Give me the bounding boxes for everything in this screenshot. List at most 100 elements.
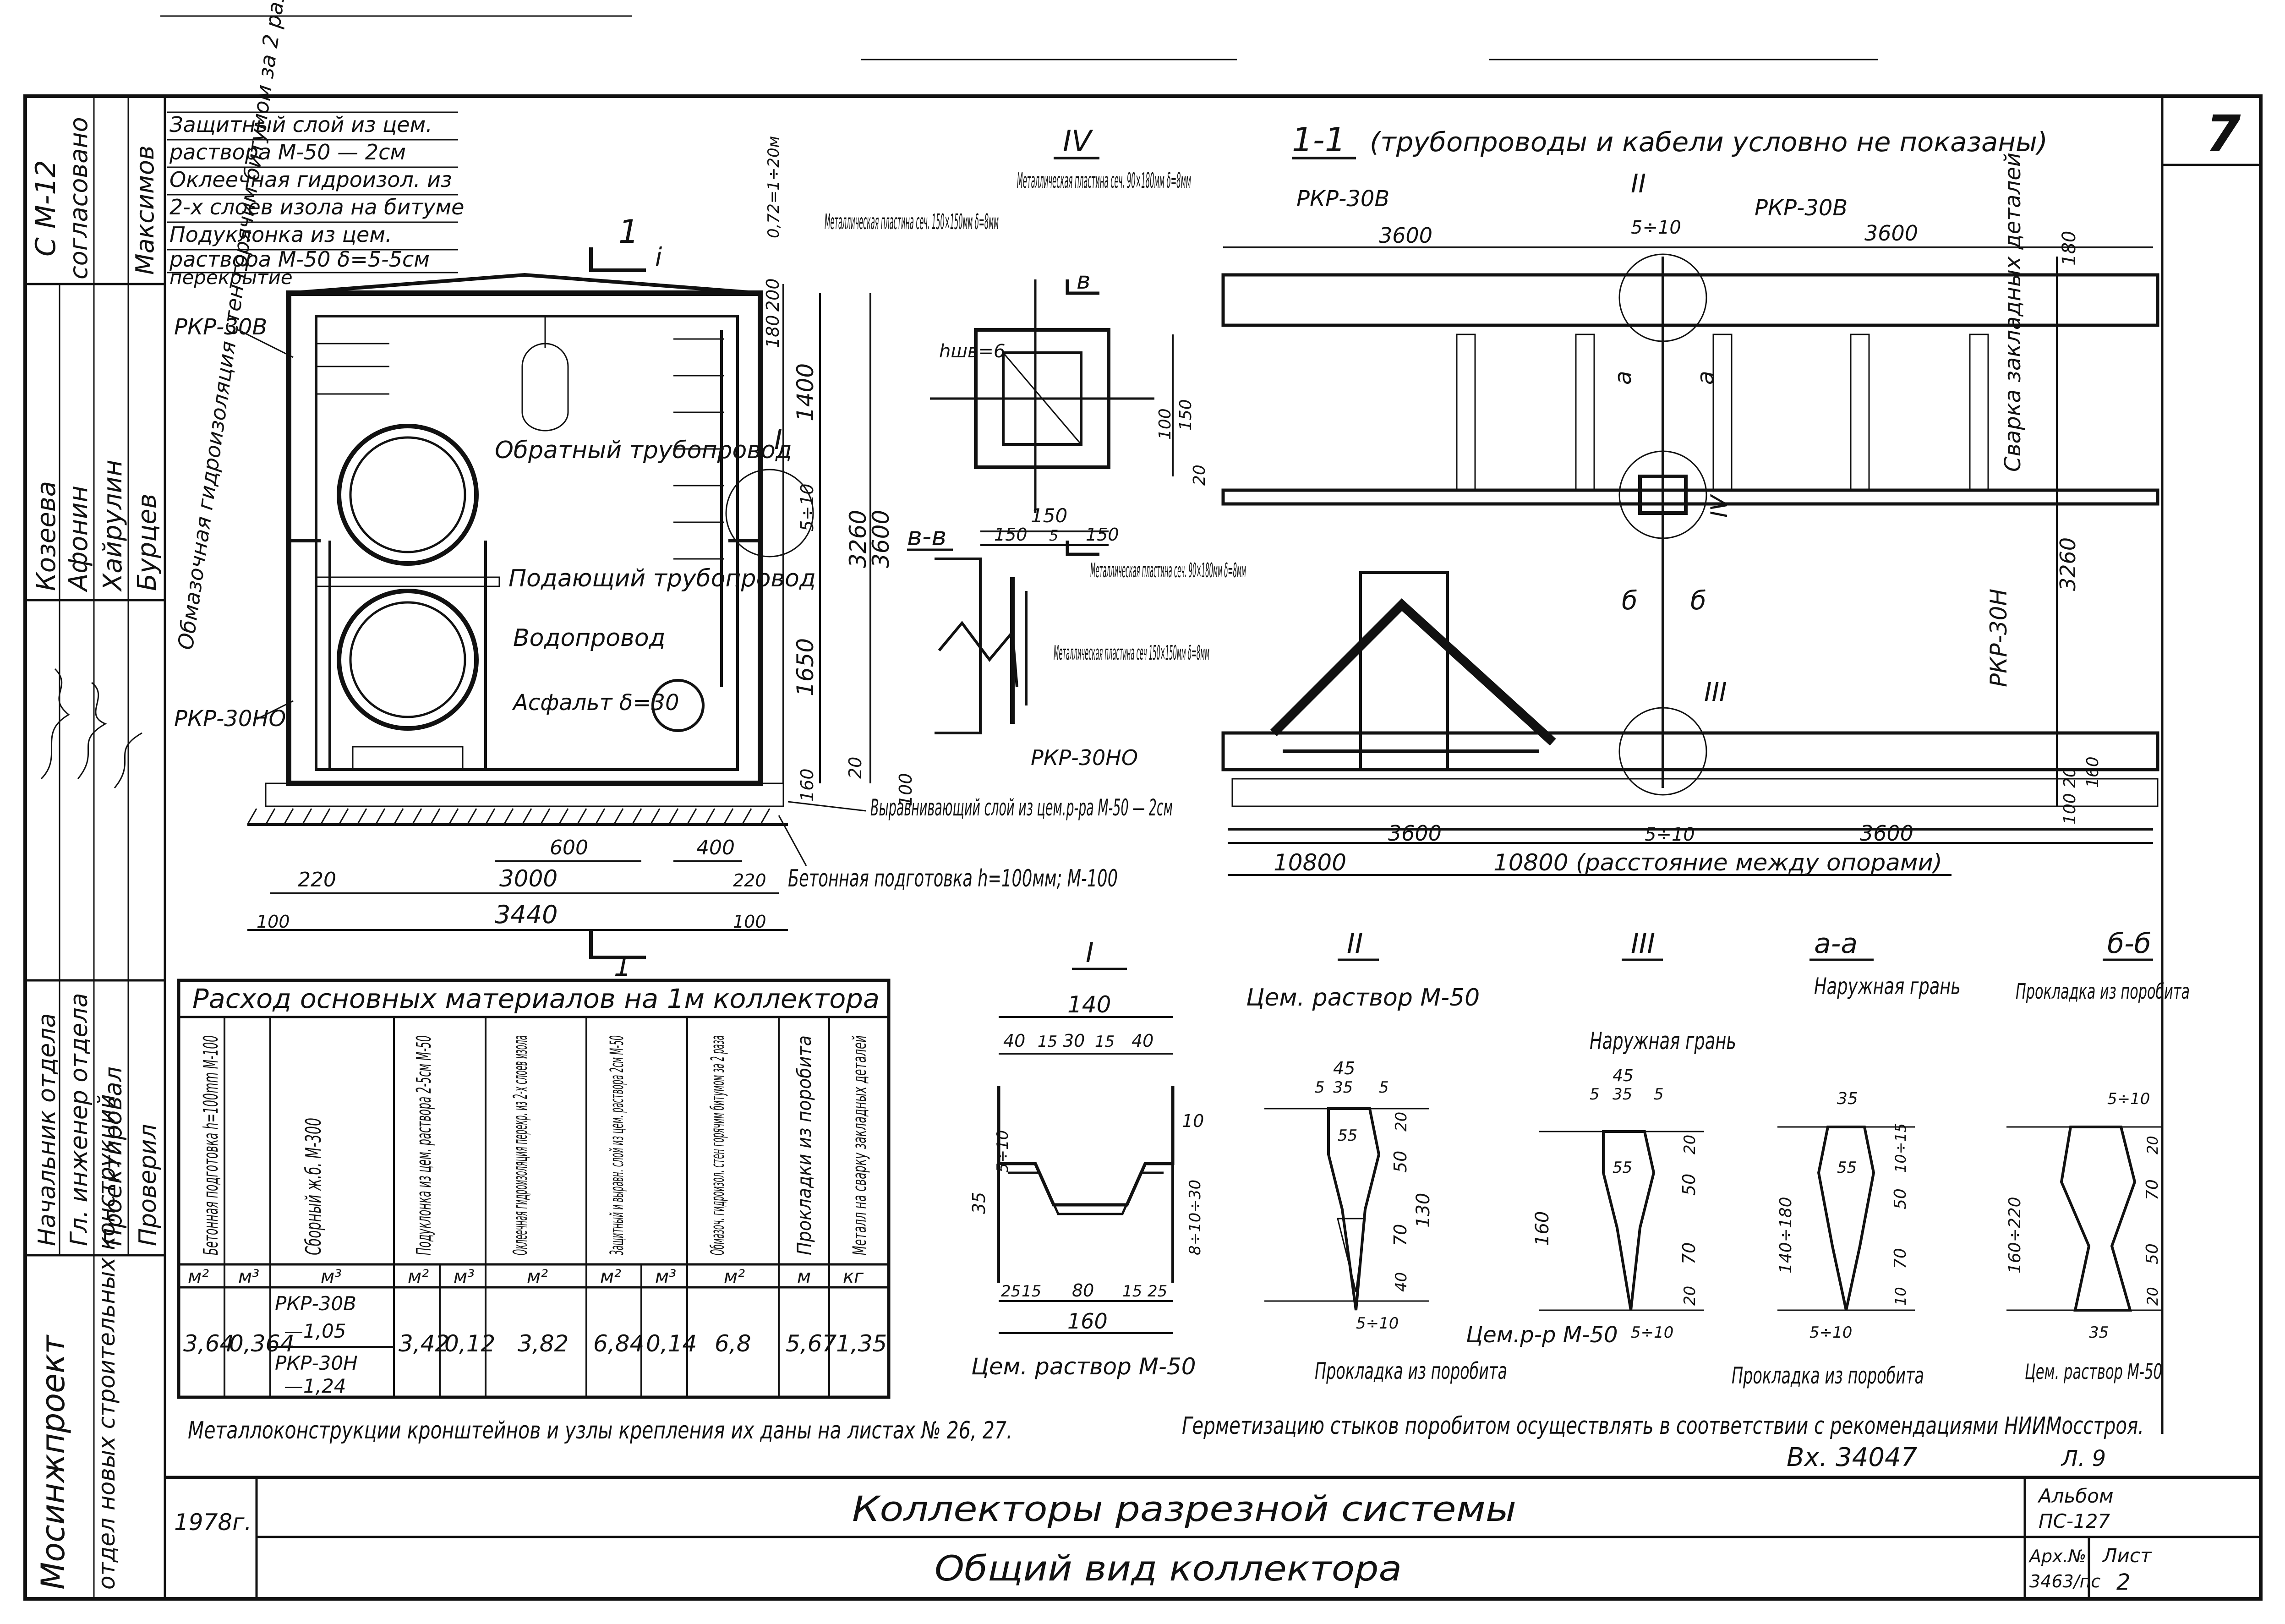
plate-b-label: Металлическая пластина сеч. 150×150мм δ=…	[825, 209, 999, 234]
svg-text:180: 180	[763, 315, 783, 348]
signature-2	[77, 682, 107, 779]
svg-text:3440: 3440	[495, 900, 558, 929]
svg-text:20: 20	[1190, 465, 1209, 486]
layer-3: Оклеечная гидроизол. из	[169, 167, 452, 192]
svg-text:50: 50	[1679, 1174, 1699, 1196]
svg-text:3600: 3600	[1379, 223, 1432, 248]
svg-text:5÷10: 5÷10	[1645, 824, 1695, 845]
svg-text:5÷10: 5÷10	[1356, 1314, 1399, 1333]
supply-pipe-label: Подающий трубопровод	[508, 565, 816, 592]
plate-c-label: Металлическая пластина сеч. 90×180мм δ=8…	[1090, 559, 1246, 582]
signature-3	[114, 732, 142, 788]
layer-5: Подуклонка из цем.	[169, 222, 392, 247]
year: 1978г.	[174, 1509, 251, 1536]
svg-text:160: 160	[2083, 756, 2102, 788]
svg-text:РКР-30Н: РКР-30Н	[275, 1352, 358, 1374]
svg-text:0,72=1÷20м: 0,72=1÷20м	[765, 136, 783, 238]
svg-text:600: 600	[550, 836, 588, 859]
detail-aa-face: Наружная грань	[1814, 973, 1961, 1000]
detail-i-note: Цем. раствор М-50	[971, 1353, 1196, 1380]
svg-text:м²: м²	[527, 1266, 548, 1287]
concrete-label: Бетонная подготовка h=100мм; М-100	[788, 865, 1118, 892]
levelling-label: Выравнивающий слой из цем.р-ра М-50 — 2с…	[870, 794, 1173, 821]
node-iii: III	[1704, 678, 1727, 707]
svg-text:Подуклонка из цем. раствора 2-: Подуклонка из цем. раствора 2-5см М-50	[412, 1035, 436, 1255]
svg-text:Прокладки из поробита: Прокладки из поробита	[793, 1035, 815, 1255]
svg-text:100: 100	[2061, 793, 2079, 825]
svg-text:100: 100	[733, 912, 766, 932]
svg-text:45: 45	[1333, 1058, 1355, 1078]
svg-text:5÷10: 5÷10	[2107, 1090, 2150, 1108]
layer-2: раствора М-50 — 2см	[169, 140, 406, 164]
svg-text:20: 20	[2144, 1287, 2161, 1306]
rkr-30v-left: РКР-30В	[1296, 186, 1389, 212]
svg-text:5÷10: 5÷10	[994, 1130, 1012, 1173]
svg-text:100: 100	[257, 912, 290, 932]
svg-text:0,12: 0,12	[444, 1330, 495, 1357]
svg-text:5: 5	[1049, 527, 1058, 544]
node-iv: IV	[1706, 493, 1733, 518]
svg-text:100: 100	[1156, 408, 1175, 440]
svg-text:180: 180	[2059, 231, 2080, 266]
node-mark-1: I	[774, 424, 782, 456]
svg-text:3600: 3600	[1860, 821, 1913, 846]
svg-text:Металл на сварку закладных дет: Металл на сварку закладных деталей	[849, 1035, 870, 1255]
svg-text:РКР-30В: РКР-30В	[275, 1292, 356, 1315]
svg-text:0,364: 0,364	[229, 1330, 295, 1357]
svg-text:10800: 10800	[1274, 849, 1346, 876]
svg-text:50: 50	[2143, 1243, 2162, 1264]
role-1: Начальник отдела	[33, 1013, 61, 1246]
section-vv-title: в-в	[907, 522, 946, 552]
cable-shelves-right	[673, 330, 724, 687]
svg-text:3000: 3000	[499, 865, 558, 892]
svg-text:3260: 3260	[2055, 537, 2080, 591]
svg-text:15: 15	[1022, 1282, 1041, 1301]
svg-text:м²: м²	[724, 1266, 745, 1287]
svg-text:м²: м²	[188, 1266, 209, 1287]
svg-text:15: 15	[1122, 1282, 1142, 1301]
name-2: Афонин	[64, 486, 93, 592]
section-11-note: (трубопроводы и кабели условно не показа…	[1370, 126, 2048, 158]
role-2: Гл. инженер отдела	[66, 993, 93, 1246]
asphalt-label: Асфальт δ=30	[512, 690, 679, 716]
role-3: Проектировал	[100, 1066, 127, 1246]
svg-text:II: II	[1347, 928, 1363, 960]
svg-text:200: 200	[763, 278, 783, 312]
svg-text:25: 25	[1148, 1282, 1167, 1301]
signature-1	[40, 668, 70, 780]
svg-text:40: 40	[1003, 1031, 1025, 1051]
approval-name: Максимов	[131, 145, 159, 275]
svg-text:10: 10	[1892, 1287, 1909, 1306]
plate-a-label: Металлическая пластина сеч. 90×180мм δ=8…	[1017, 168, 1191, 193]
svg-text:150: 150	[1086, 525, 1119, 545]
return-pipe-label: Обратный трубопровод	[495, 437, 792, 464]
title-1: Коллекторы разрезной системы	[852, 1488, 1516, 1529]
svg-text:б-б: б-б	[2107, 928, 2151, 960]
svg-text:Сборный ж.б. М-300: Сборный ж.б. М-300	[301, 1118, 326, 1255]
svg-text:Обмазоч. гидроизол. стен горяч: Обмазоч. гидроизол. стен горячим битумом…	[707, 1035, 728, 1255]
materials-table: Расход основных материалов на 1м коллект…	[177, 979, 891, 1399]
detail-iii: III Наружная грань 45 35 5 5 55 20 50 70…	[1532, 928, 1736, 1342]
svg-text:м: м	[797, 1266, 811, 1287]
materials-title: Расход основных материалов на 1м коллект…	[192, 983, 880, 1014]
name-4: Бурцев	[132, 493, 162, 591]
section-11-title: 1-1	[1292, 120, 1346, 159]
svg-text:5: 5	[1315, 1078, 1325, 1097]
name-1: Козеева	[32, 481, 61, 591]
svg-text:8÷10÷30: 8÷10÷30	[1186, 1180, 1204, 1255]
plate-d-label: Металлическая пластина сеч 150×150мм δ=8…	[1054, 641, 1209, 665]
rkr-30no-label: РКР-30НО	[174, 706, 286, 732]
dept-name: отдел новых строительных конструкций	[93, 1094, 120, 1590]
detail-bb-mortar: Цем. раствор М-50	[2025, 1359, 2162, 1384]
svg-text:I: I	[1086, 937, 1094, 969]
svg-text:220: 220	[298, 868, 336, 891]
section-mark-bottom: 1	[614, 951, 631, 983]
section-v-v: в-в	[907, 522, 1028, 734]
title-block: 1978г. Коллекторы разрезной системы Общи…	[165, 1476, 2261, 1599]
svg-text:70: 70	[1390, 1224, 1410, 1246]
svg-text:160: 160	[1532, 1211, 1553, 1246]
svg-text:м³: м³	[238, 1266, 259, 1287]
svg-text:20: 20	[1681, 1286, 1699, 1306]
svg-text:5÷10: 5÷10	[797, 484, 817, 531]
sheet-label: Лист	[2102, 1544, 2152, 1567]
